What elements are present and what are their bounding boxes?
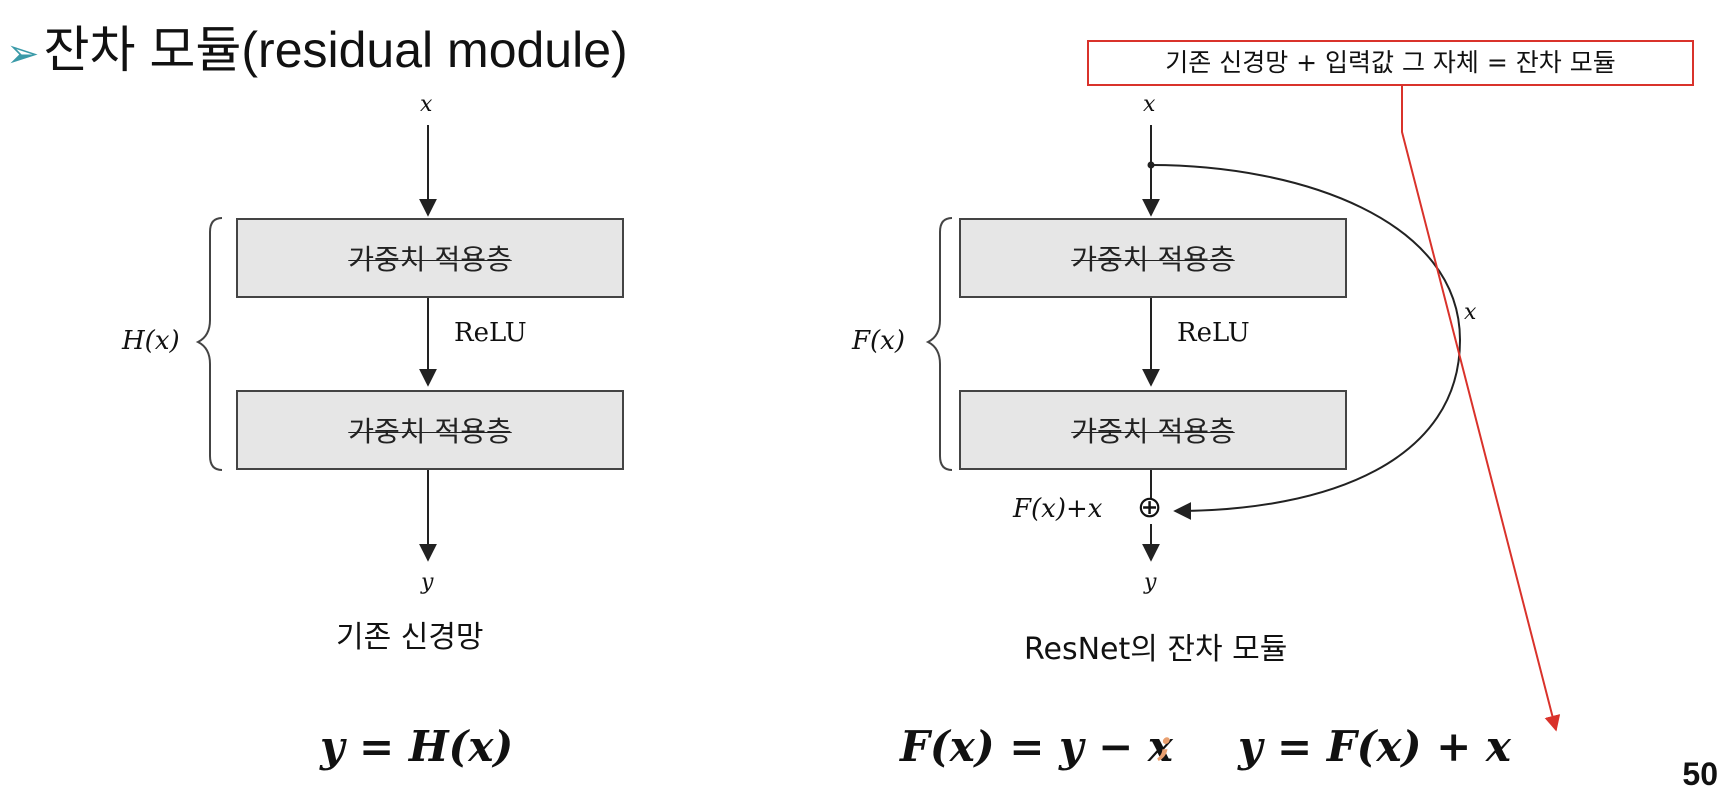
sum-label: F(x)+x [1013, 494, 1103, 524]
right-weight-layer-2: 가중치 적용층 [959, 390, 1347, 470]
formula-separator: ; [1158, 722, 1172, 764]
left-weight-layer-2: 가중치 적용층 [236, 390, 624, 470]
right-weight-layer-2-label: 가중치 적용층 [1071, 415, 1235, 448]
right-weight-layer-1-label: 가중치 적용층 [1071, 243, 1235, 276]
slide-title: ➢잔차 모듈(residual module) [6, 18, 628, 86]
left-brace [195, 217, 223, 471]
right-caption: ResNet의 잔차 모듈 [1024, 632, 1288, 667]
right-weight-layer-1: 가중치 적용층 [959, 218, 1347, 298]
skip-connection-curve [1150, 164, 1462, 520]
left-caption: 기존 신경망 [336, 620, 484, 655]
left-weight-layer-1-label: 가중치 적용층 [348, 243, 512, 276]
callout-text: 기존 신경망 + 입력값 그 자체 = 잔차 모듈 [1165, 48, 1616, 77]
left-weight-layer-1: 가중치 적용층 [236, 218, 624, 298]
right-formula-1: F(x) = y − x [900, 722, 1173, 771]
right-brace [925, 217, 953, 471]
right-relu-label: ReLU [1177, 318, 1250, 348]
left-relu-label: ReLU [454, 318, 527, 348]
slide-title-text: 잔차 모듈(residual module) [43, 22, 628, 78]
callout-pointer-arrow [1401, 86, 1561, 732]
right-output-label: y [1144, 570, 1157, 595]
callout-box: 기존 신경망 + 입력값 그 자체 = 잔차 모듈 [1087, 40, 1694, 86]
left-output-label: y [421, 570, 434, 595]
sum-node-icon: ⊕ [1137, 490, 1163, 525]
bullet-arrow-icon: ➢ [6, 31, 40, 77]
left-formula: y = H(x) [320, 722, 514, 771]
right-input-label: x [1143, 92, 1156, 117]
right-formula-2: y = F(x) + x [1238, 722, 1511, 771]
page-number: 50 [1682, 756, 1718, 792]
skip-connection-label: x [1464, 300, 1477, 325]
left-weight-layer-2-label: 가중치 적용층 [348, 415, 512, 448]
left-group-label: H(x) [122, 326, 180, 356]
left-input-label: x [420, 92, 433, 117]
right-group-label: F(x) [852, 326, 905, 356]
